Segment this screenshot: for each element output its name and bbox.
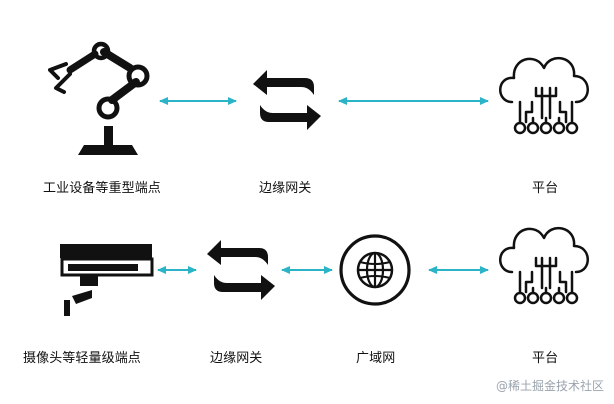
cloud-network-icon [499, 226, 589, 305]
security-camera-icon [60, 244, 154, 316]
globe-icon [339, 234, 411, 306]
label-wan: 广域网 [356, 351, 396, 366]
label-platform: 平台 [532, 351, 559, 366]
cloud-network-icon [499, 56, 589, 135]
two-way-exchange-arrows-icon [253, 70, 321, 130]
label-edge-gateway: 边缘网关 [259, 181, 312, 196]
label-light-endpoints: 摄像头等轻量级端点 [23, 351, 141, 366]
robot-arm-icon [48, 41, 150, 155]
label-edge-gateway: 边缘网关 [210, 351, 263, 366]
two-way-exchange-arrows-icon [207, 240, 275, 300]
label-heavy-endpoints: 工业设备等重型端点 [43, 181, 161, 196]
label-platform: 平台 [532, 181, 559, 196]
watermark: @稀土掘金技术社区 [495, 379, 604, 393]
